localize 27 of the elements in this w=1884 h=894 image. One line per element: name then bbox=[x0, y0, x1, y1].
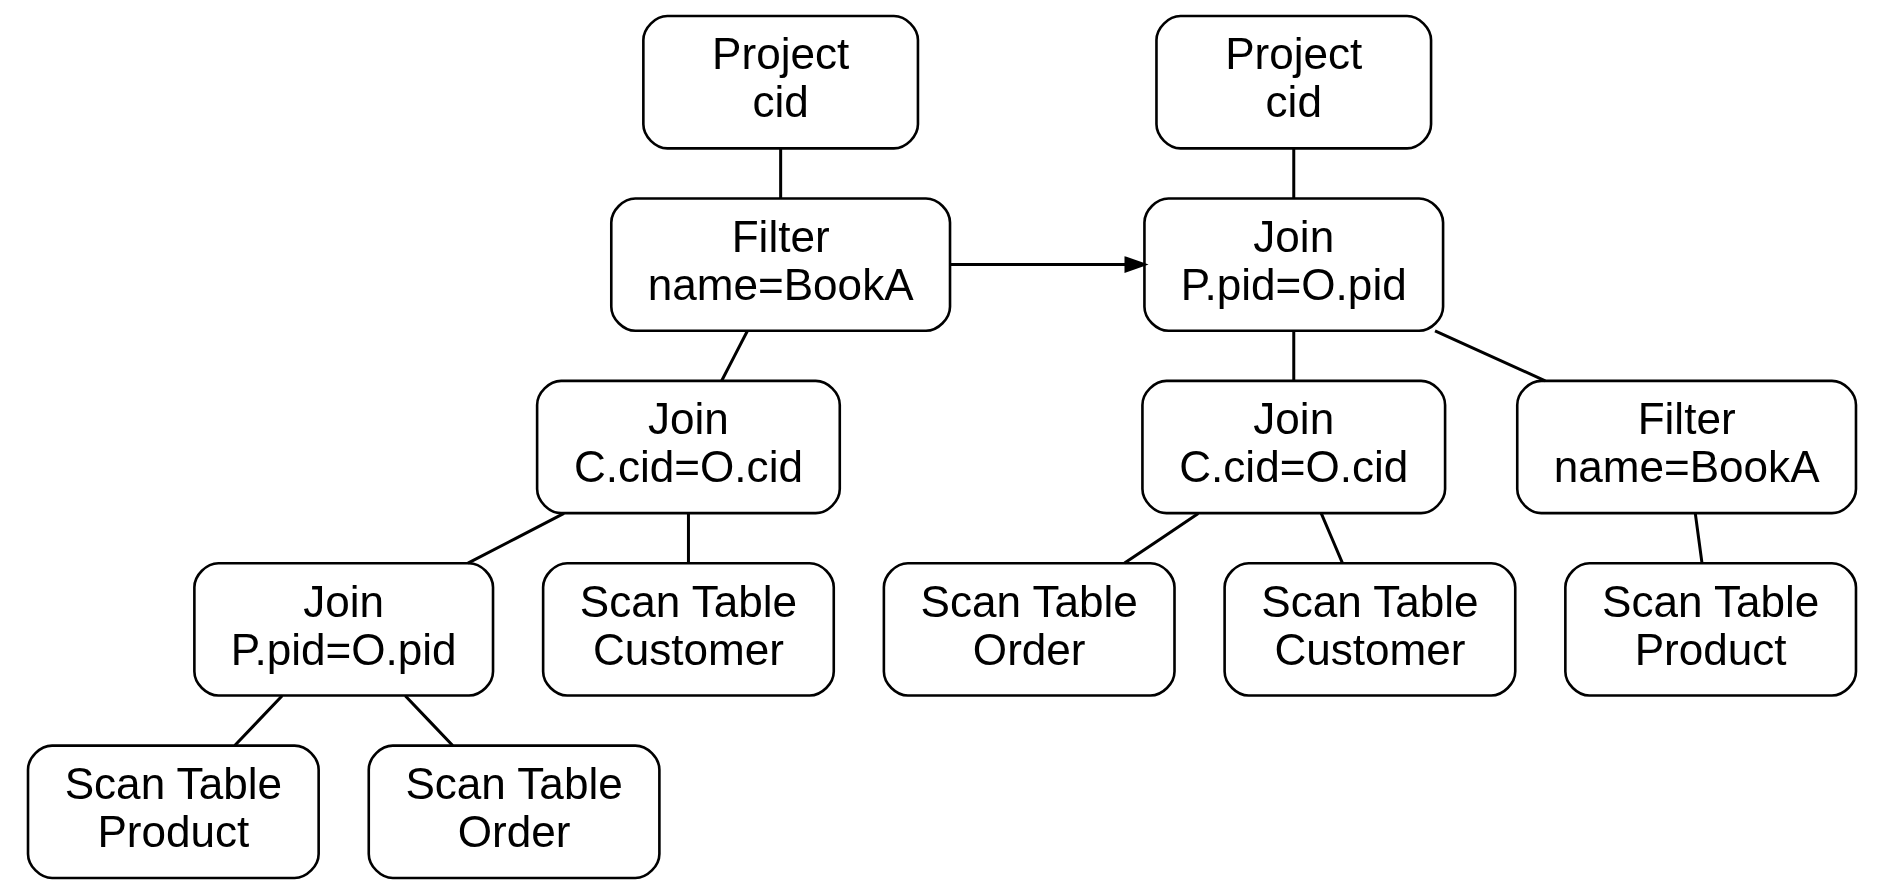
node-box: Join C.cid=O.cid bbox=[1141, 379, 1447, 515]
connector bbox=[1319, 512, 1344, 564]
connector bbox=[1292, 148, 1296, 199]
node-box: Scan Table Order bbox=[882, 561, 1176, 697]
arrow bbox=[950, 256, 1149, 274]
connector bbox=[1292, 331, 1296, 381]
connector bbox=[779, 148, 783, 199]
node-box: Join P.pid=O.pid bbox=[1143, 197, 1445, 333]
connector bbox=[1693, 513, 1704, 564]
connector bbox=[233, 694, 284, 747]
node-box: Scan Table Customer bbox=[1223, 561, 1517, 697]
connector bbox=[686, 513, 690, 564]
node-box: Filter name=BookA bbox=[1515, 379, 1858, 515]
connector bbox=[404, 694, 454, 747]
connector bbox=[1123, 512, 1200, 565]
connector bbox=[720, 330, 749, 382]
connector bbox=[1434, 329, 1546, 383]
node-box: Scan Table Customer bbox=[541, 561, 836, 697]
node-box: Scan Table Product bbox=[1564, 561, 1858, 697]
node-box: Scan Table Order bbox=[367, 744, 661, 880]
node-box: Filter name=BookA bbox=[609, 197, 952, 333]
node-box: Project cid bbox=[1155, 14, 1433, 150]
node-box: Scan Table Product bbox=[26, 744, 320, 880]
connector bbox=[467, 512, 565, 565]
node-box: Join C.cid=O.cid bbox=[535, 379, 842, 515]
node-box: Join P.pid=O.pid bbox=[193, 561, 495, 697]
node-box: Project cid bbox=[642, 14, 920, 150]
